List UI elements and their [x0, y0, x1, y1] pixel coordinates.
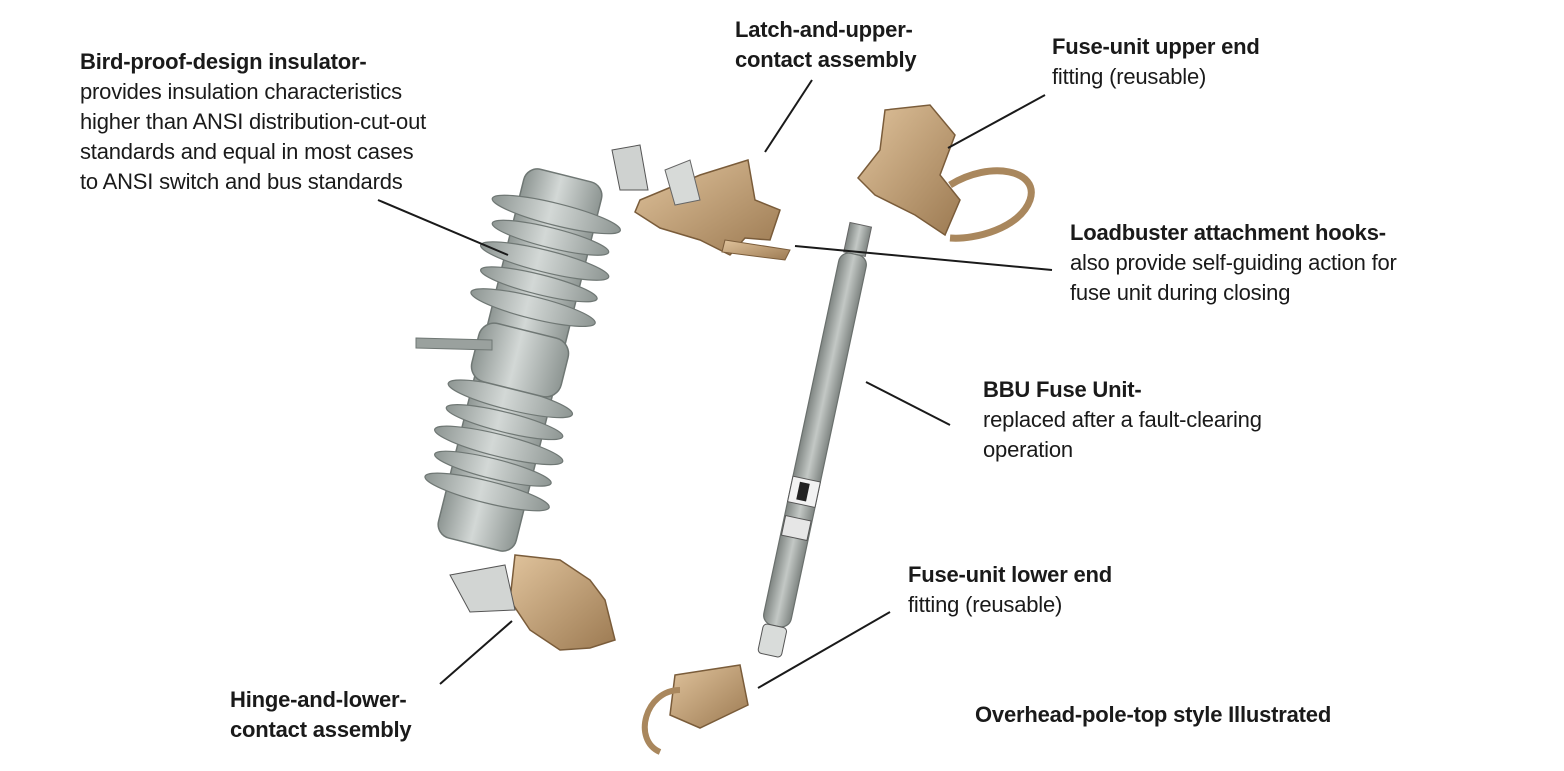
- upper-end-fitting: [856, 104, 1035, 242]
- label-upper-fitting-title: Fuse-unit upper end: [1052, 34, 1260, 59]
- label-insulator-desc: provides insulation characteristics high…: [80, 79, 427, 194]
- label-lower-fitting: Fuse-unit lower end fitting (reusable): [908, 560, 1112, 620]
- leader-upper-fitting: [947, 94, 1046, 149]
- leader-lower-fitting: [757, 611, 891, 689]
- label-insulator: Bird-proof-design insulator- provides in…: [80, 47, 426, 197]
- style-note: Overhead-pole-top style Illustrated: [975, 702, 1332, 727]
- insulator: [424, 168, 621, 552]
- lower-end-fitting: [641, 664, 749, 755]
- label-latch: Latch-and-upper- contact assembly: [735, 15, 917, 75]
- label-loadbuster-title: Loadbuster attachment hooks-: [1070, 220, 1386, 245]
- fuse-unit-tube: [757, 221, 873, 658]
- label-bbu-desc: replaced after a fault-clearing operatio…: [983, 407, 1262, 462]
- leader-loadbuster: [794, 245, 1053, 271]
- mounting-bracket: [415, 337, 493, 351]
- leader-bbu: [865, 381, 951, 426]
- label-insulator-title: Bird-proof-design insulator-: [80, 49, 367, 74]
- label-lower-fitting-title: Fuse-unit lower end: [908, 562, 1112, 587]
- latch-assembly: [611, 144, 791, 261]
- leader-insulator: [377, 199, 509, 256]
- label-latch-line1: Latch-and-upper-: [735, 17, 913, 42]
- leader-lines: [377, 79, 1053, 689]
- label-loadbuster: Loadbuster attachment hooks- also provid…: [1070, 218, 1397, 308]
- label-lower-fitting-desc: fitting (reusable): [908, 592, 1063, 617]
- label-bbu: BBU Fuse Unit- replaced after a fault-cl…: [983, 375, 1262, 465]
- label-latch-line2: contact assembly: [735, 47, 917, 72]
- label-hinge-line2: contact assembly: [230, 717, 412, 742]
- label-upper-fitting-desc: fitting (reusable): [1052, 64, 1207, 89]
- leader-latch: [764, 79, 813, 153]
- label-bbu-title: BBU Fuse Unit-: [983, 377, 1142, 402]
- label-loadbuster-desc: also provide self-guiding action for fus…: [1070, 250, 1397, 305]
- label-hinge: Hinge-and-lower- contact assembly: [230, 685, 412, 745]
- label-hinge-line1: Hinge-and-lower-: [230, 687, 407, 712]
- hinge-assembly: [449, 554, 616, 651]
- label-upper-fitting: Fuse-unit upper end fitting (reusable): [1052, 32, 1260, 92]
- leader-hinge: [439, 620, 513, 685]
